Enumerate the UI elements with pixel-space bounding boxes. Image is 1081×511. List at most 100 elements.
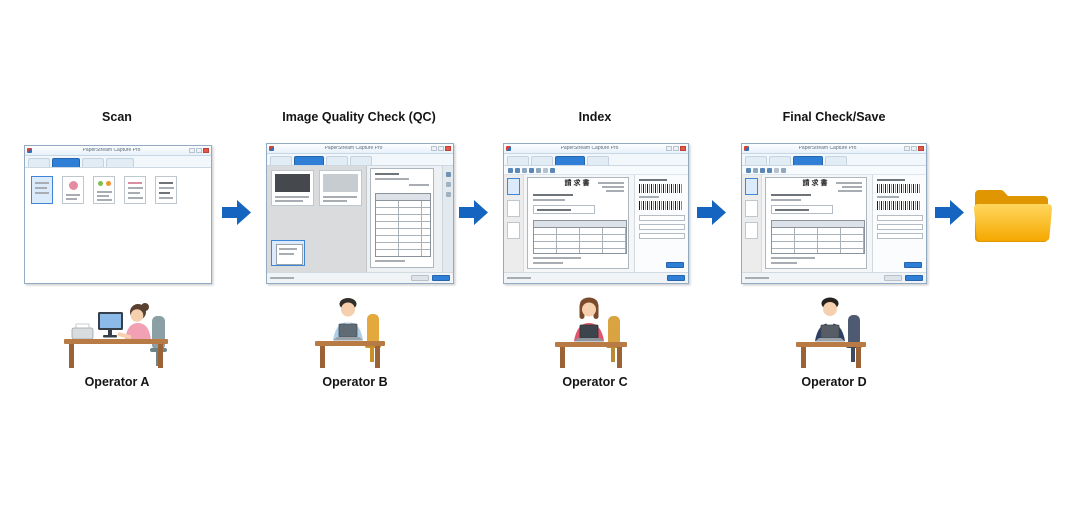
page-thumbnail-selected — [31, 176, 53, 204]
status-text-line — [270, 277, 294, 279]
index-app-window: PaperStream Capture Pro — [503, 143, 689, 284]
text-line — [97, 191, 112, 193]
text-line — [128, 192, 140, 194]
text-line — [128, 187, 143, 189]
field-label-line — [639, 179, 667, 181]
chair — [848, 315, 860, 346]
text-line — [598, 182, 624, 184]
desk — [64, 339, 168, 344]
name-field-box — [771, 205, 833, 214]
invoice-title: 請求書 — [802, 180, 830, 187]
invoice-table — [771, 220, 865, 254]
text-line — [771, 257, 815, 259]
window-title: PaperStream Capture Pro — [324, 146, 383, 151]
torso — [125, 323, 151, 340]
tool-icon — [760, 167, 765, 173]
tool-icon — [446, 192, 451, 197]
stage-label-qc: Image Quality Check (QC) — [282, 110, 436, 124]
laptop-base — [815, 338, 845, 342]
printer — [71, 327, 94, 340]
view-tab — [326, 156, 348, 165]
view-tab — [587, 156, 609, 165]
barcode-image — [639, 201, 683, 210]
desk — [315, 341, 385, 346]
invoice-document: 請求書 — [527, 177, 629, 269]
tool-icon — [550, 167, 555, 173]
operator-a-illustration — [64, 303, 168, 368]
statusbar — [742, 272, 926, 283]
face — [341, 302, 355, 317]
flow-arrow-3 — [697, 200, 726, 225]
tool-icon — [753, 167, 758, 173]
tool-icon — [515, 167, 520, 173]
text-line — [128, 197, 143, 199]
stage-label-index: Index — [578, 110, 612, 124]
status-text-line — [507, 277, 531, 279]
stage-label-scan: Scan — [102, 110, 132, 124]
page-thumbnail — [62, 176, 84, 204]
minimize-icon — [431, 146, 437, 151]
page-thumbnail — [124, 176, 146, 204]
invoice-document: 請求書 — [765, 177, 867, 269]
desk — [555, 342, 627, 347]
final-check-app-window: PaperStream Capture Pro — [741, 143, 927, 284]
view-tab — [350, 156, 372, 165]
operator-label-a: Operator A — [84, 375, 150, 389]
laptop-screen — [338, 323, 358, 338]
maximize-icon — [911, 146, 917, 151]
primary-button — [905, 275, 923, 281]
rail-thumbnail — [745, 222, 758, 239]
view-tab — [825, 156, 847, 165]
tool-icon — [746, 167, 751, 173]
text-line — [159, 192, 170, 194]
window-title: PaperStream Capture Pro — [560, 146, 619, 151]
text-line — [533, 262, 563, 264]
text-line — [97, 199, 112, 201]
tool-icon — [536, 167, 541, 173]
flow-arrow-1 — [222, 200, 251, 225]
text-line — [533, 199, 565, 201]
flow-arrow-2 — [459, 200, 488, 225]
window-controls — [904, 146, 924, 151]
flow-arrow-4 — [935, 200, 964, 225]
text-line — [279, 253, 294, 255]
tool-icon — [446, 182, 451, 187]
status-text-line — [745, 277, 769, 279]
laptop-screen — [579, 324, 599, 339]
face — [582, 302, 596, 317]
chair — [608, 316, 620, 346]
invoice-table — [533, 220, 627, 254]
window-controls — [431, 146, 451, 151]
text-line — [771, 199, 801, 201]
side-tool-strip — [442, 166, 453, 272]
index-field-panel — [634, 175, 688, 272]
close-icon — [680, 146, 686, 151]
text-line — [375, 173, 399, 175]
view-tab-active — [793, 156, 823, 165]
qc-page-thumbnail — [271, 170, 314, 206]
index-field-input — [877, 233, 923, 239]
thumbnail-rail — [504, 175, 524, 272]
operator-d-illustration — [796, 297, 866, 368]
text-line — [275, 196, 309, 198]
view-tab-active — [294, 156, 324, 165]
view-tab — [769, 156, 791, 165]
table-header-row — [772, 221, 864, 228]
rail-thumbnail-selected — [745, 178, 758, 195]
text-line — [771, 194, 811, 196]
index-field-input — [639, 215, 685, 221]
text-line — [66, 194, 80, 196]
index-field-panel — [872, 175, 926, 272]
view-tab-active — [555, 156, 585, 165]
face — [823, 302, 837, 316]
close-icon — [203, 148, 209, 153]
view-tab — [270, 156, 292, 165]
text-line — [602, 186, 624, 188]
view-tab — [507, 156, 529, 165]
text-line — [35, 182, 49, 184]
tool-icon — [767, 167, 772, 173]
table-header-row — [376, 194, 430, 201]
chair — [367, 314, 379, 346]
text-line — [97, 195, 109, 197]
